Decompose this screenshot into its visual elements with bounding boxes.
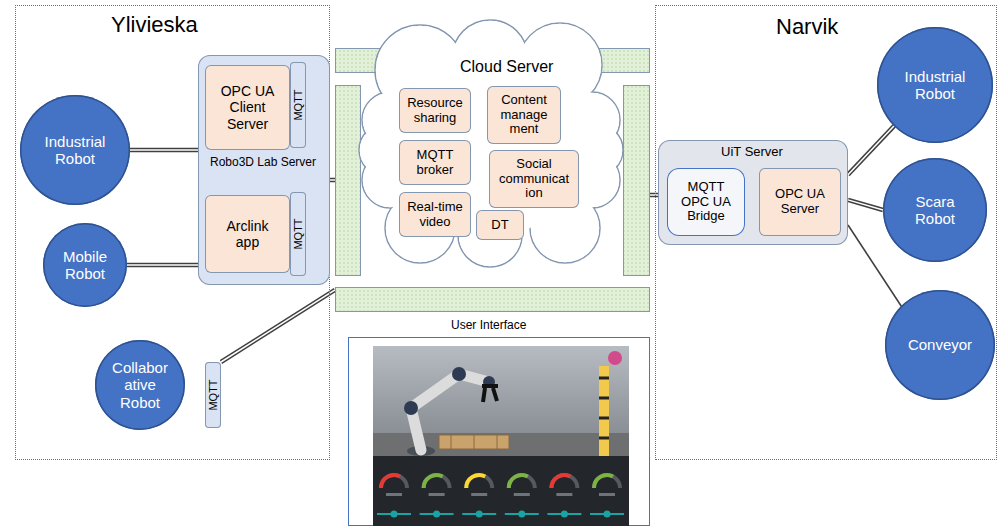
node-label: OPC UA Client Server [210, 83, 286, 131]
link-line [130, 149, 198, 150]
node-label: Robo3D Lab Server [198, 156, 328, 170]
service-box: MQTT broker [399, 140, 471, 185]
node-label: Arclink app [217, 218, 279, 250]
site-region: YlivieskaIndustrial RobotRobo3D Lab Serv… [15, 5, 330, 460]
robot-circle: Collabor ative Robot [95, 340, 185, 430]
node-label: Conveyor [908, 336, 972, 353]
service-box: Real-time video [399, 192, 471, 237]
robot-circle: Industrial Robot [877, 27, 993, 143]
service-box: Resource sharing [399, 88, 471, 133]
robot-circle: Mobile Robot [43, 223, 127, 307]
node-label: UiT Server [658, 145, 846, 160]
node-label: MQTT [292, 218, 305, 249]
node-label: MQTT broker [402, 148, 468, 178]
node-label: Industrial Robot [895, 68, 975, 103]
node-label: Ylivieska [111, 12, 198, 37]
service-box: Content manage ment [487, 86, 561, 144]
node-label: Real-time video [402, 200, 468, 230]
node-label: OPC UA Server [763, 187, 837, 217]
node-label: Narvik [776, 14, 838, 39]
server-box: Robo3D Lab ServerOPC UA Client ServerMQT… [198, 55, 330, 285]
ui-panel: User Interface [348, 337, 650, 526]
node-label: Cloud Server [460, 58, 553, 76]
conveyor-circle: Conveyor [885, 290, 995, 400]
bridge-box: MQTT OPC UA Bridge [667, 168, 745, 236]
robot-circle: Industrial Robot [20, 95, 130, 205]
node-label: Industrial Robot [35, 133, 115, 168]
node-label: DT [491, 218, 508, 233]
node-label: Collabor ative Robot [108, 359, 172, 411]
link-line [330, 179, 335, 180]
node-label: Content manage ment [490, 93, 558, 138]
service-box: Arclink app [205, 195, 290, 273]
link-line [221, 290, 335, 362]
node-label: MQTT [207, 379, 220, 410]
service-box: OPC UA Client Server [205, 65, 290, 150]
link-line [848, 126, 894, 175]
link-line [848, 200, 883, 210]
node-label: Scara Robot [897, 193, 973, 228]
service-box: DT [476, 210, 524, 240]
service-box: OPC UA Server [759, 168, 841, 236]
robot-circle: Scara Robot [883, 158, 987, 262]
node-label: Mobile Robot [54, 248, 116, 283]
server-box: UiT ServerMQTT OPC UA Bridge OPC UA Serve… [658, 140, 848, 245]
link-line [650, 194, 658, 195]
protocol-tag: MQTT [205, 362, 221, 428]
protocol-tag: MQTT [290, 62, 306, 148]
service-box: Social communicat ion [489, 150, 579, 208]
protocol-tag: MQTT [290, 192, 306, 276]
node-label: Resource sharing [402, 96, 468, 126]
node-label: MQTT OPC UA Bridge [676, 180, 736, 225]
site-region: NarvikIndustrial RobotUiT ServerMQTT OPC… [655, 5, 997, 460]
node-label: Social communicat ion [492, 157, 576, 202]
node-label: MQTT [292, 89, 305, 120]
node-label: User Interface [451, 319, 526, 333]
cloud-server: Cloud ServerResource sharing Content mana… [335, 18, 650, 312]
link-line [127, 264, 198, 265]
ui-screenshot [349, 338, 651, 526]
